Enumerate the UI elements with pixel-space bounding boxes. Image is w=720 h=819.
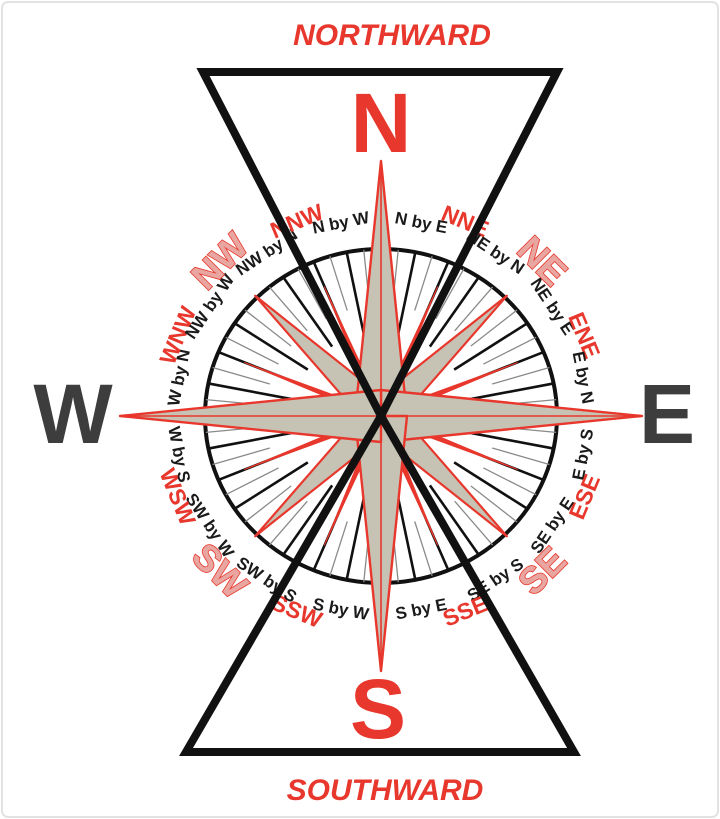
west-label: W <box>33 367 113 461</box>
bearing-spoke <box>483 336 537 365</box>
bearing-spoke <box>454 500 494 546</box>
bearing-spoke <box>414 255 433 311</box>
east-label: E <box>639 367 695 461</box>
southward-heading: SOUTHWARD <box>287 774 484 807</box>
hourglass-outline <box>179 68 581 756</box>
bearing-spoke <box>491 366 550 385</box>
bearing-spoke <box>491 447 550 466</box>
bearing-spoke <box>225 467 279 496</box>
bearing-spoke <box>396 251 417 335</box>
bearing-spoke <box>470 309 518 347</box>
bearing-spoke <box>233 322 309 371</box>
bearing-spoke <box>467 431 554 450</box>
bearing-spoke <box>454 286 494 332</box>
bearing-spoke <box>208 431 295 450</box>
bearing-spoke <box>435 268 465 320</box>
bearing-spoke <box>453 322 529 371</box>
bearing-spoke <box>470 485 518 523</box>
bearing-spoke <box>414 521 433 577</box>
bearing-spoke <box>329 255 348 311</box>
bearing-spoke <box>244 309 292 347</box>
bearing-spoke <box>225 336 279 365</box>
bearing-spoke <box>329 521 348 577</box>
northward-heading: NORTHWARD <box>293 19 491 52</box>
bearing-spoke <box>467 382 554 401</box>
bearing-spoke <box>282 484 334 556</box>
bearing-spoke <box>345 251 366 335</box>
south-label: S <box>350 662 406 756</box>
bearing-spoke <box>233 461 309 510</box>
northward-wedge <box>196 68 564 425</box>
southward-wedge <box>179 408 581 756</box>
bearing-spoke <box>212 447 271 466</box>
bearing-spoke <box>345 497 366 581</box>
bearing-spoke <box>297 268 327 320</box>
bearing-spoke <box>428 276 480 348</box>
bearing-spoke <box>453 461 529 510</box>
bearing-spoke <box>282 276 334 348</box>
bearing-spoke <box>428 484 480 556</box>
bearing-spoke <box>268 286 308 332</box>
bearing-spoke <box>396 497 417 581</box>
bearing-spoke <box>212 366 271 385</box>
bearing-spoke <box>483 467 537 496</box>
bearing-spoke <box>208 382 295 401</box>
bearing-spoke <box>244 485 292 523</box>
bearing-spoke <box>268 500 308 546</box>
north-label: N <box>351 76 412 170</box>
